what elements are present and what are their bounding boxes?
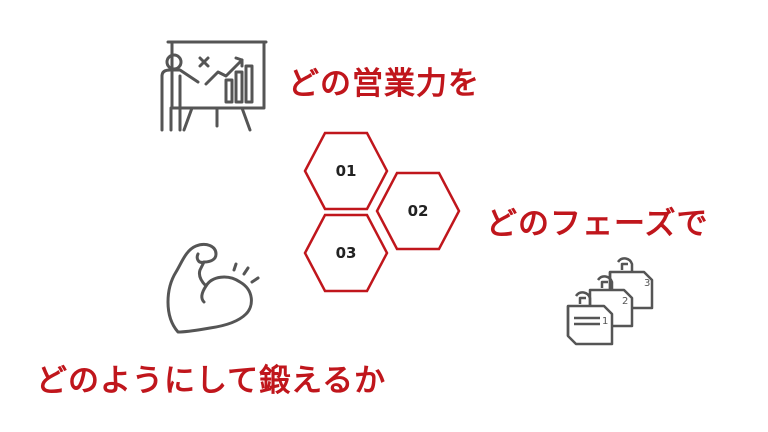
svg-text:3: 3	[644, 278, 650, 289]
svg-text:2: 2	[622, 296, 628, 307]
stacked-phase-boxes-icon: 3 2 1	[566, 257, 654, 346]
presentation-board-icon	[160, 40, 268, 132]
svg-text:1: 1	[602, 316, 608, 327]
heading-which-phase: どのフェーズで	[486, 206, 709, 242]
hexagon-02: 02	[375, 171, 461, 251]
hexagon-03: 03	[303, 213, 389, 293]
hexagon-03-label: 03	[336, 244, 357, 262]
hexagon-02-label: 02	[408, 202, 429, 220]
flexed-arm-icon	[166, 242, 260, 334]
hexagon-01-label: 01	[336, 162, 357, 180]
heading-which-skill: どの営業力を	[288, 66, 480, 102]
hexagon-01: 01	[303, 131, 389, 211]
heading-how-train: どのようにして鍛えるか	[36, 363, 387, 399]
phase-box-1: 1	[566, 291, 614, 346]
